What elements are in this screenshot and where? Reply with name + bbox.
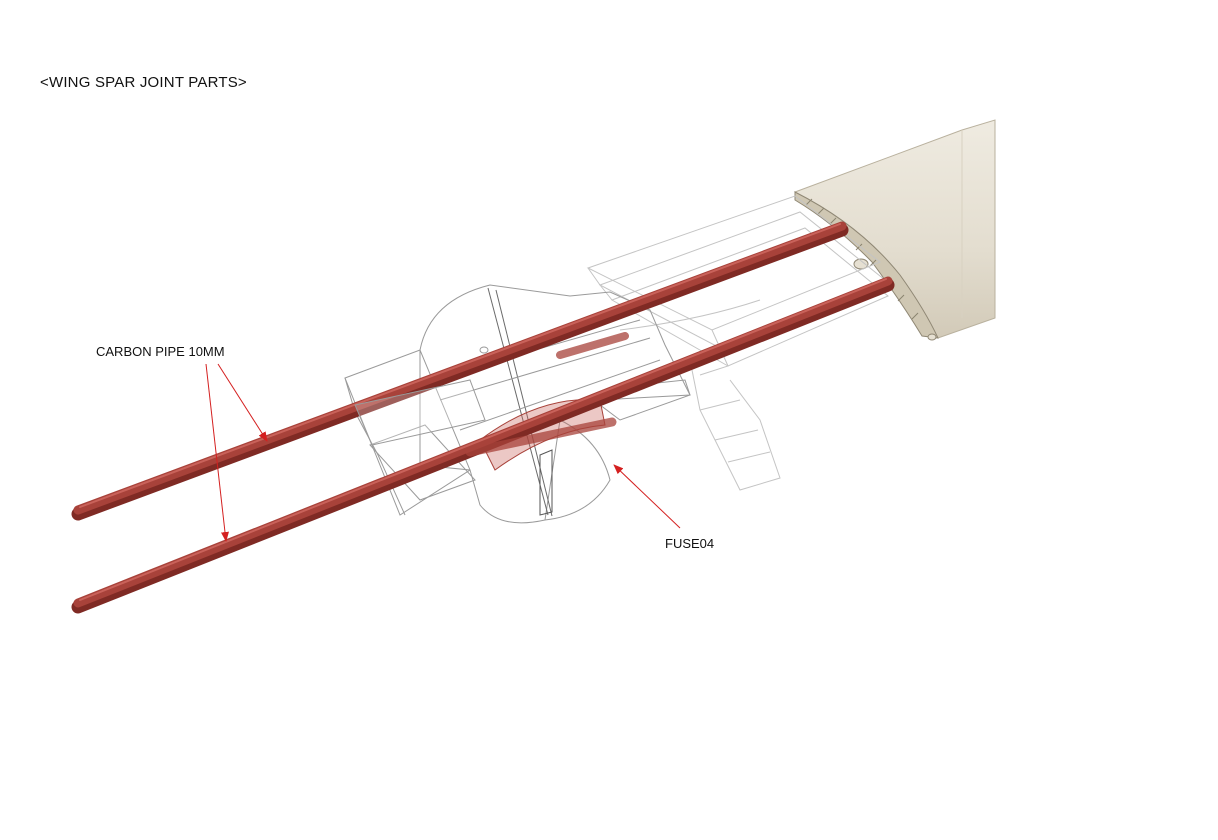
carbon-pipe-upper (71, 221, 849, 521)
carbon-pipe-leaders (205, 363, 268, 542)
fuse04-overlay (354, 379, 486, 446)
wing-section (793, 119, 996, 341)
carbon-pipe-lower (71, 276, 895, 614)
fuse04-leader (613, 464, 681, 529)
carbon-pipe-inner (465, 332, 629, 457)
fuse04-label: FUSE04 (665, 536, 715, 551)
carbon-pipe-label: CARBON PIPE 10MM (96, 344, 225, 359)
drawing-title: <WING SPAR JOINT PARTS> (40, 74, 247, 91)
